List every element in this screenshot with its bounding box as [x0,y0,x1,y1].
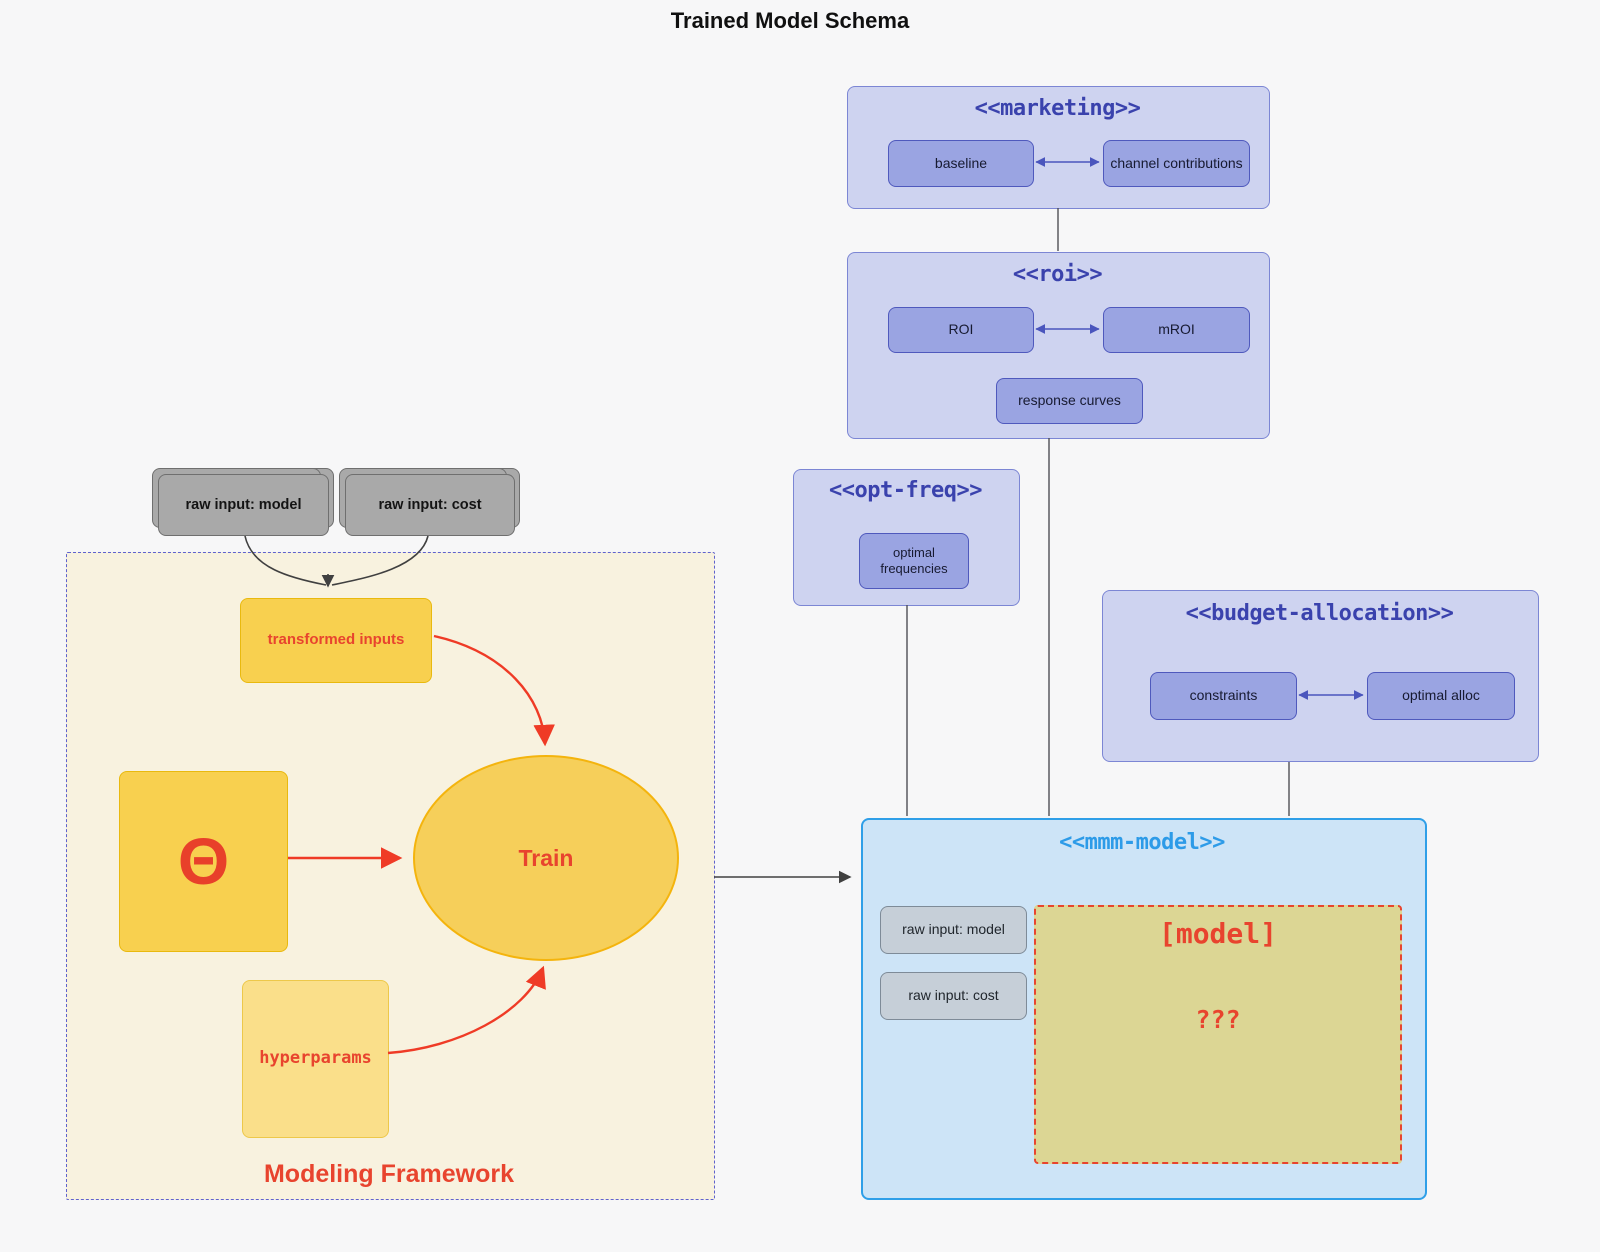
roi-node: ROI [888,307,1034,353]
constraints-node: constraints [1150,672,1297,720]
roi-title: <<roi>> [1012,262,1103,287]
mmm-raw-input-cost-node: raw input: cost [880,972,1027,1020]
train-ellipse: Train [413,755,679,961]
mmm-raw-input-model-node: raw input: model [880,906,1027,954]
response-curves-label: response curves [1018,392,1121,409]
marketing-title: <<marketing>> [974,96,1141,121]
raw-input-model-label: raw input: model [185,496,302,513]
opt-freq-title: <<opt-freq>> [829,478,982,503]
baseline-node: baseline [888,140,1034,187]
mmm-raw-input-cost-label: raw input: cost [908,987,999,1004]
budget-allocation-title: <<budget-allocation>> [1185,601,1454,626]
modeling-framework-label: Modeling Framework [263,1160,515,1188]
theta-node: Θ [119,771,288,952]
optimal-frequencies-label: optimal frequencies [880,544,948,576]
optimal-frequencies-node: optimal frequencies [859,533,969,589]
roi-label: ROI [948,321,974,338]
channel-contributions-node: channel contributions [1103,140,1250,187]
channel-contributions-label: channel contributions [1110,154,1243,171]
raw-input-cost-label: raw input: cost [378,496,482,513]
mmm-raw-input-model-label: raw input: model [902,921,1005,938]
model-box-question: ??? [1195,1005,1241,1034]
raw-input-model-node: raw input: model [158,474,329,536]
theta-symbol: Θ [177,824,230,899]
model-placeholder-box: [model] ??? [1034,905,1402,1164]
baseline-label: baseline [934,154,988,171]
transformed-inputs-node: transformed inputs [240,598,432,683]
response-curves-node: response curves [996,378,1143,424]
hyperparams-label: hyperparams [259,1048,372,1069]
mroi-node: mROI [1103,307,1250,353]
optimal-alloc-label: optimal alloc [1402,687,1480,704]
train-label: Train [518,844,574,871]
hyperparams-node: hyperparams [242,980,389,1138]
mroi-label: mROI [1158,321,1195,338]
raw-input-cost-node: raw input: cost [345,474,515,536]
page-title: Trained Model Schema [670,8,910,33]
model-box-title: [model] [1158,917,1277,950]
constraints-label: constraints [1189,687,1258,704]
mmm-model-title: <<mmm-model>> [1059,830,1225,855]
optimal-alloc-node: optimal alloc [1367,672,1515,720]
transformed-inputs-label: transformed inputs [267,631,405,649]
